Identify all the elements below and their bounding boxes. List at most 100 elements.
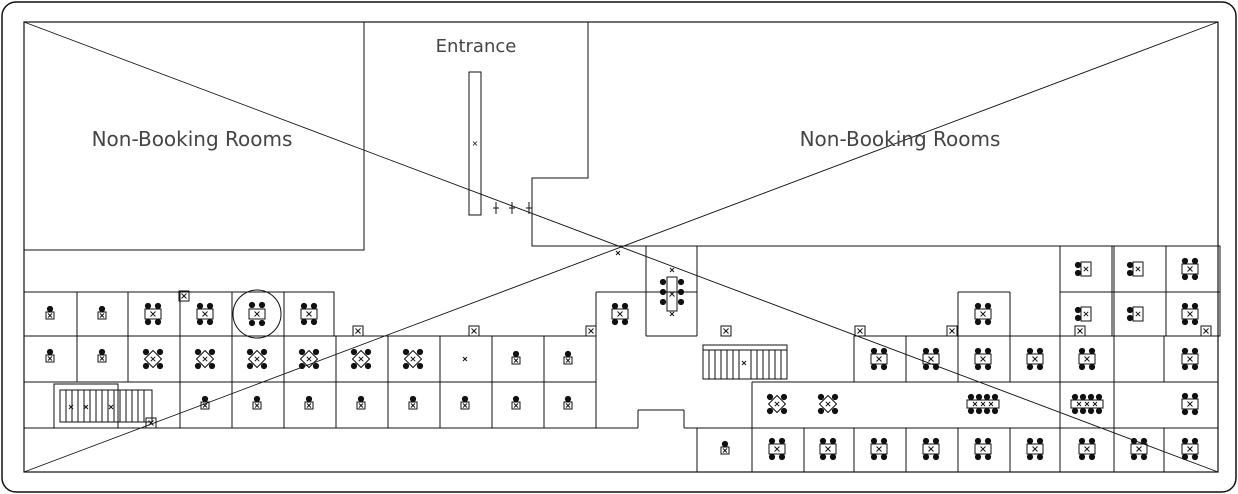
desk-marker-37[interactable] (1074, 325, 1086, 337)
desk-72[interactable] (1181, 302, 1199, 326)
desk-61[interactable] (922, 347, 940, 371)
entrance-label: Entrance (436, 36, 517, 57)
desk-17[interactable] (563, 350, 573, 365)
non-booking-room-right (531, 22, 1218, 247)
non-booking-room-left (23, 21, 365, 251)
room-cell (335, 335, 389, 383)
room-cell (1163, 335, 1219, 383)
point-marker-27 (83, 404, 89, 410)
room-cell (127, 291, 181, 337)
desk-6[interactable] (300, 302, 318, 326)
desk-55[interactable] (766, 393, 788, 415)
room-cell (1009, 427, 1061, 473)
desk-65[interactable] (1181, 347, 1199, 371)
desk-22[interactable] (408, 395, 418, 410)
room-cell (127, 335, 181, 383)
desk-56[interactable] (817, 393, 839, 415)
room-cell (905, 335, 959, 383)
desk-71[interactable] (1126, 306, 1144, 322)
desk-53[interactable] (1130, 437, 1148, 461)
room-cell (387, 335, 441, 383)
room-cell (1059, 291, 1115, 337)
room-cell (1111, 245, 1167, 293)
entrance-stools (493, 202, 532, 214)
desk-marker-35[interactable] (854, 325, 866, 337)
desk-52[interactable] (1078, 437, 1096, 461)
desk-57[interactable] (966, 393, 1000, 415)
desk-20[interactable] (304, 395, 314, 410)
desk-66[interactable] (974, 302, 992, 326)
entrance-desk-marker: × (472, 139, 479, 148)
non-booking-label-right: Non-Booking Rooms (800, 127, 1001, 151)
desk-45[interactable] (720, 440, 730, 455)
desk-48[interactable] (870, 437, 888, 461)
room-cell (1113, 335, 1165, 383)
staircase-middle (702, 344, 788, 380)
desk-39[interactable] (611, 302, 629, 326)
room-cell (543, 381, 597, 429)
room-cell (231, 335, 285, 383)
desk-marker-31[interactable] (352, 325, 364, 337)
desk-47[interactable] (819, 437, 837, 461)
room-cell (1059, 427, 1115, 473)
desk-marker-38[interactable] (1200, 325, 1212, 337)
room-cell (1113, 427, 1165, 473)
desk-63[interactable] (1026, 347, 1044, 371)
desk-49[interactable] (922, 437, 940, 461)
desk-21[interactable] (356, 395, 366, 410)
room-cell (853, 335, 907, 383)
desk-51[interactable] (1026, 437, 1044, 461)
desk-14[interactable] (402, 348, 424, 370)
room-cell (1165, 245, 1221, 293)
desk-64[interactable] (1078, 347, 1096, 371)
desk-12[interactable] (298, 348, 320, 370)
desk-11[interactable] (246, 348, 268, 370)
desk-10[interactable] (194, 348, 216, 370)
desk-marker-32[interactable] (468, 325, 480, 337)
desk-46[interactable] (768, 437, 786, 461)
room-cell (491, 381, 545, 429)
desk-59[interactable] (1181, 392, 1199, 416)
desk-69[interactable] (1181, 257, 1199, 281)
desk-54[interactable] (1181, 437, 1199, 461)
desk-7[interactable] (45, 348, 55, 363)
desk-3[interactable] (144, 302, 162, 326)
staircase-left (53, 383, 153, 429)
desk-50[interactable] (974, 437, 992, 461)
desk-9[interactable] (142, 348, 164, 370)
desk-68[interactable] (1126, 261, 1144, 277)
room-cell (179, 291, 233, 337)
desk-marker-36[interactable] (946, 325, 958, 337)
desk-8[interactable] (97, 348, 107, 363)
desk-2[interactable] (97, 305, 107, 320)
point-marker-44 (741, 360, 747, 366)
desk-23[interactable] (460, 395, 470, 410)
desk-4[interactable] (196, 302, 214, 326)
room-cell (1059, 245, 1115, 293)
tall-table-40[interactable] (659, 276, 685, 312)
desk-25[interactable] (563, 395, 573, 410)
desk-marker-30[interactable] (178, 290, 190, 302)
desk-1[interactable] (45, 305, 55, 320)
room-cell (76, 291, 129, 337)
desk-13[interactable] (350, 348, 372, 370)
desk-60[interactable] (870, 347, 888, 371)
desk-19[interactable] (252, 395, 262, 410)
desk-62[interactable] (974, 347, 992, 371)
entrance-desk[interactable] (468, 71, 482, 216)
non-booking-label-left: Non-Booking Rooms (92, 127, 293, 151)
desk-marker-33[interactable] (585, 325, 597, 337)
desk-70[interactable] (1074, 306, 1092, 322)
desk-24[interactable] (511, 395, 521, 410)
desk-marker-34[interactable] (720, 325, 732, 337)
round-meeting-table-5[interactable] (232, 289, 282, 339)
desk-67[interactable] (1074, 261, 1092, 277)
desk-58[interactable] (1070, 393, 1104, 415)
room-cell (179, 335, 233, 383)
desk-16[interactable] (511, 350, 521, 365)
desk-18[interactable] (200, 395, 210, 410)
desk-marker-29[interactable] (145, 417, 157, 429)
